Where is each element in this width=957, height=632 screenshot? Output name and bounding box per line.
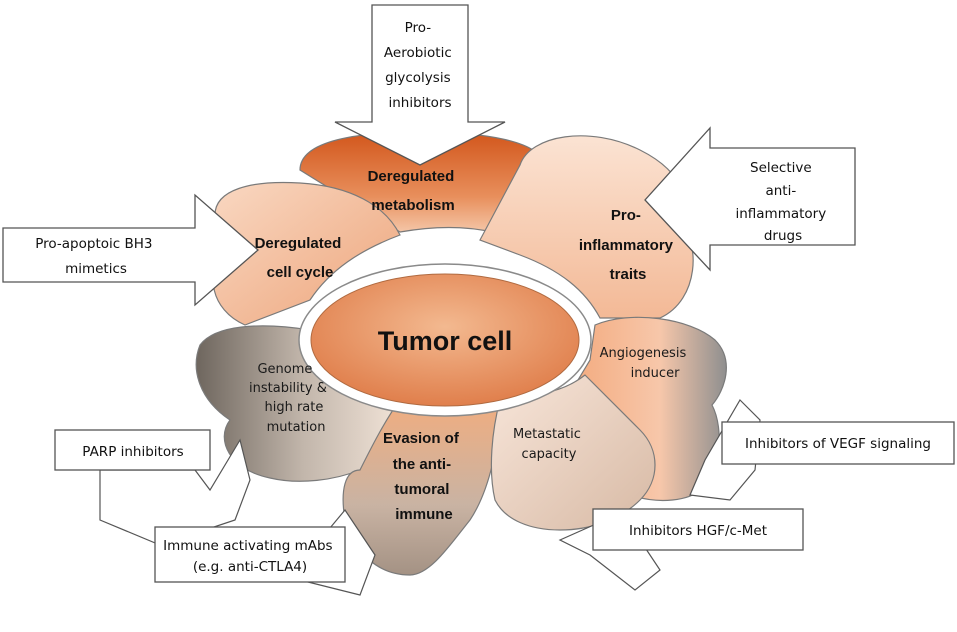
label-deregulated-metabolism: Deregulated metabolism [368,168,459,214]
petal-genome-instability [195,325,411,482]
petal-deregulated-cell-cycle [212,181,401,326]
tumor-cell-core [310,273,580,407]
label-parp-inhibitors: PARP inhibitors [82,444,183,460]
box-parp-inhibitors [54,429,211,471]
arrow-anti-inflammatory [644,126,856,272]
box-hgf-inhibitors [592,508,804,551]
arrow-parp-tail [99,438,251,546]
arrow-bh3-mimetics [2,193,259,307]
label-glycolysis-inhibitors: Pro- Aerobiotic glycolysis inhibitors [384,20,456,111]
tumor-cell-label: Tumor cell [378,326,513,356]
label-hgf-inhibitors: Inhibitors HGF/c-Met [629,523,767,539]
petal-deregulated-metabolism [299,131,546,241]
label-deregulated-cell-cycle: Deregulated cell cycle [255,235,346,281]
box-immune-mabs [154,526,346,583]
label-vegf-inhibitors: Inhibitors of VEGF signaling [745,436,931,452]
box-vegf-inhibitors [721,421,955,465]
label-angiogenesis: Angiogenesis inducer [600,346,691,381]
label-genome-instability: Genome instability & high rate mutation [249,362,331,435]
label-metastatic-capacity: Metastatic capacity [513,427,585,462]
label-pro-inflammatory: Pro- inflammatory traits [579,207,677,283]
label-bh3-mimetics: Pro-apoptoic BH3 mimetics [35,236,157,277]
label-evasion-immune: Evasion of the anti- tumoral immune [383,430,463,523]
arrow-glycolysis-inhibitors [334,4,506,166]
label-anti-inflammatory: Selective anti- inflammatory drugs [735,160,830,244]
label-immune-mabs: Immune activating mAbs (e.g. anti-CTLA4) [163,538,337,575]
